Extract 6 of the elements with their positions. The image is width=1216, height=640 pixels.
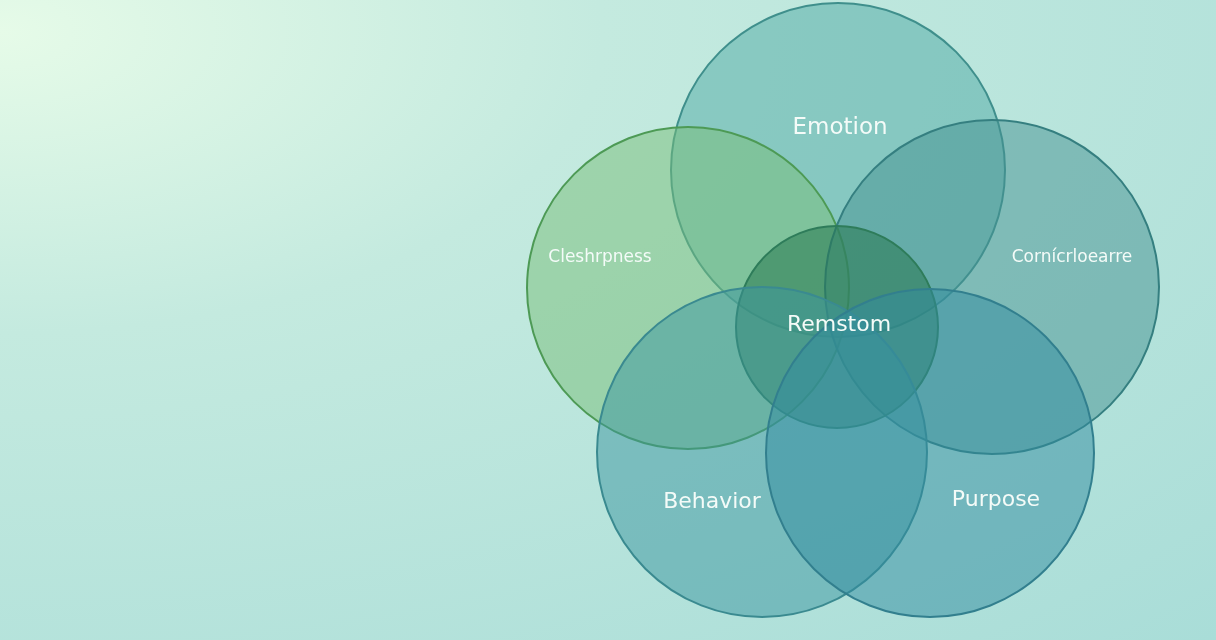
circle-label: Emotion <box>792 113 888 139</box>
circle-label: Purpose <box>951 485 1041 511</box>
circle-label: Cornícrloearre <box>1011 246 1133 266</box>
circle-label: Remstom <box>786 310 892 336</box>
circle-label: Cleshrpness <box>548 246 652 266</box>
circle-label: Behavior <box>663 487 761 513</box>
